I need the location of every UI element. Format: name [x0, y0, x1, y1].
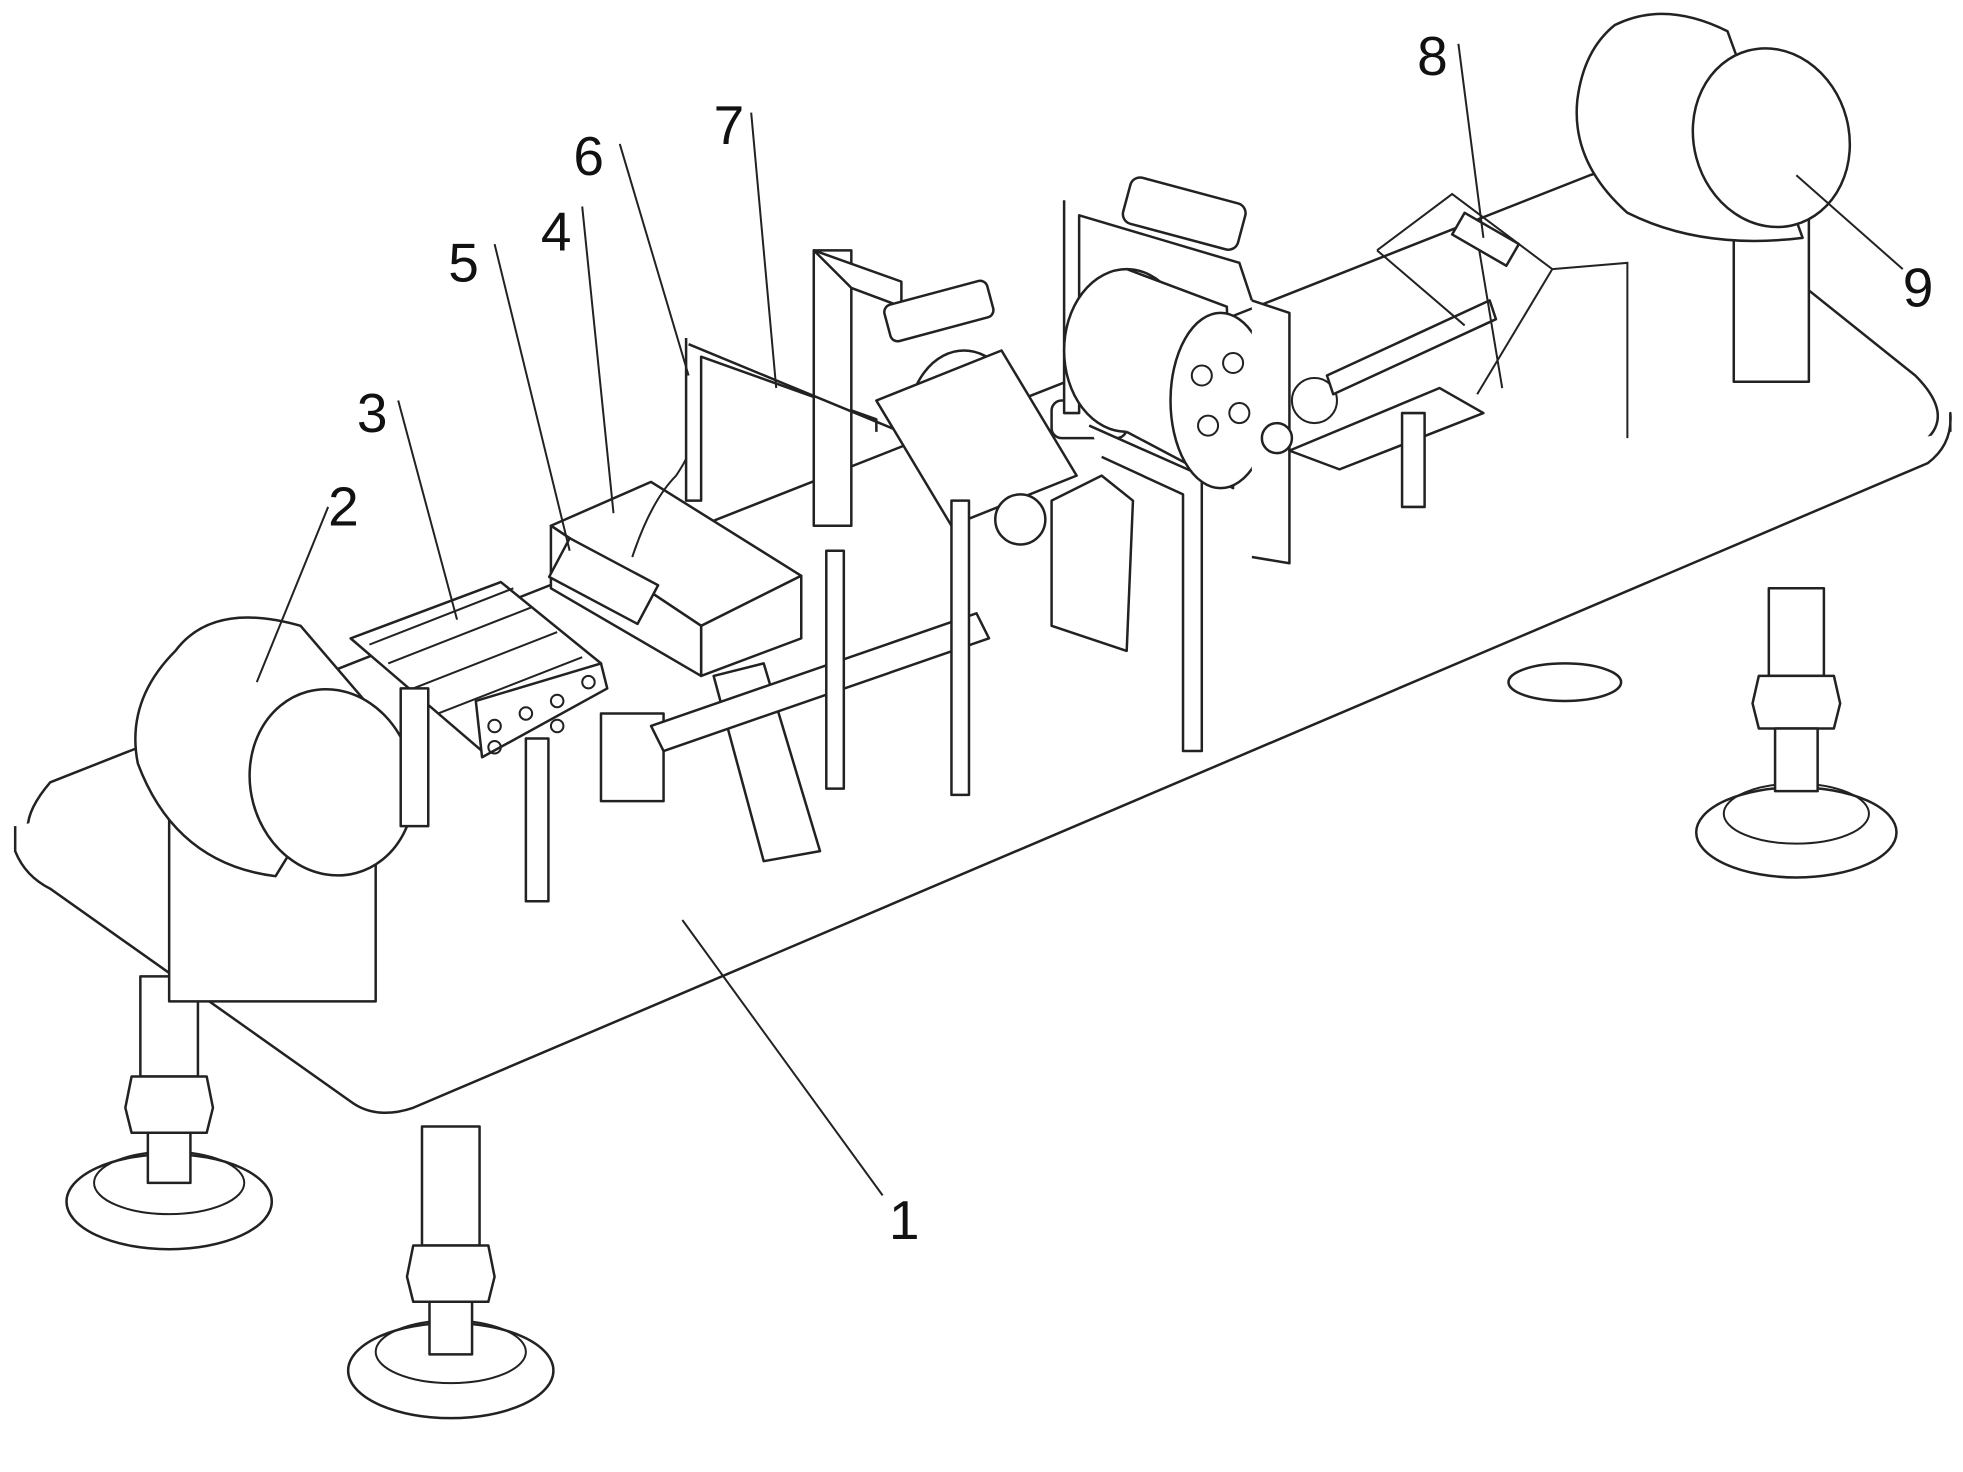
label-2: 2 [328, 476, 359, 538]
label-4: 4 [541, 200, 572, 262]
foot-back-right [1696, 588, 1896, 877]
label-6: 6 [573, 125, 604, 187]
label-3: 3 [357, 382, 388, 444]
label-7: 7 [714, 94, 745, 156]
label-8: 8 [1417, 25, 1448, 87]
foot-front-center [348, 1127, 553, 1419]
label-5: 5 [448, 232, 479, 294]
label-9: 9 [1903, 257, 1934, 319]
label-1: 1 [889, 1189, 920, 1251]
